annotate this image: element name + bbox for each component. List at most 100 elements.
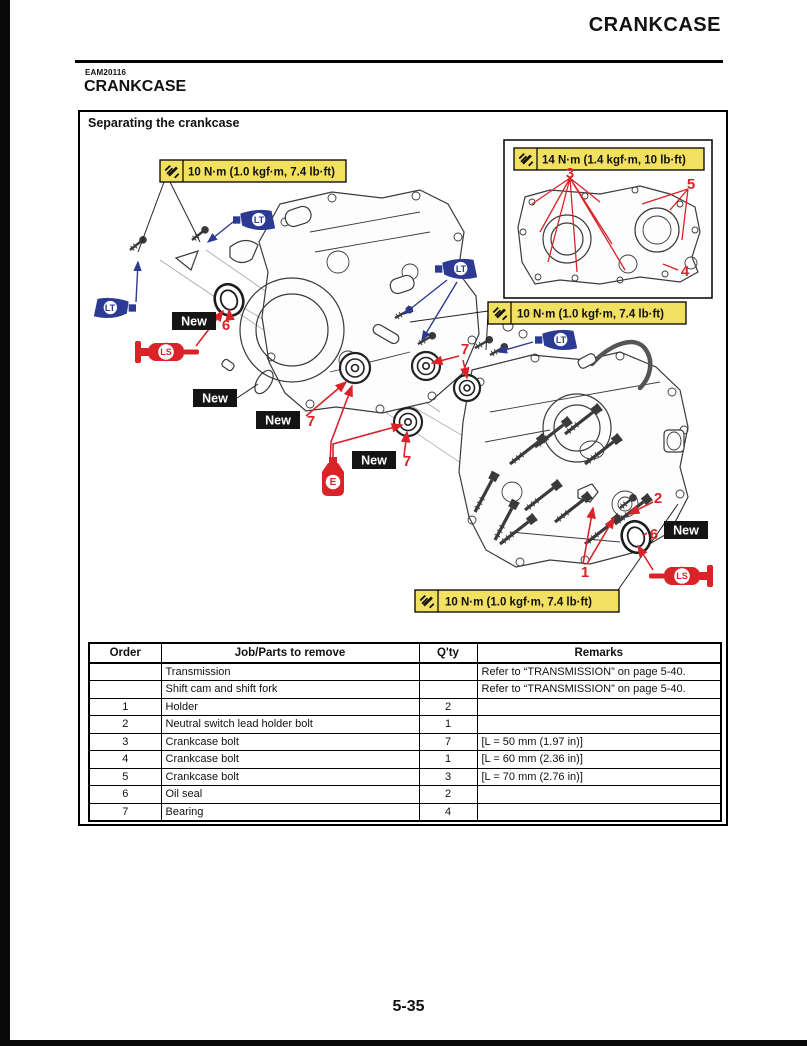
col-header-qty: Q'ty xyxy=(418,642,478,664)
new-label: New xyxy=(172,312,216,330)
cell-remarks xyxy=(476,802,722,822)
table-row: 7 Bearing 4 xyxy=(88,802,722,822)
svg-text:LT: LT xyxy=(105,303,116,313)
cell-order xyxy=(88,662,162,681)
new-label: New xyxy=(193,389,237,407)
cell-qty: 3 xyxy=(418,767,478,786)
section-title: CRANKCASE xyxy=(84,78,187,95)
loctite-callouts: LT LT LT LT xyxy=(93,209,578,354)
loctite-icon: LT xyxy=(535,329,578,351)
svg-text:10 N·m (1.0 kgf·m, 7.4 lb·ft): 10 N·m (1.0 kgf·m, 7.4 lb·ft) xyxy=(517,309,664,321)
torque-label: 10 N·m (1.0 kgf·m, 7.4 lb·ft) xyxy=(159,159,347,183)
inset-callout-numbers: 3 5 4 xyxy=(566,165,695,280)
section-code: EAM20116 xyxy=(85,68,127,77)
callout-number-6: 6 xyxy=(650,526,658,543)
table-row: 2 Neutral switch lead holder bolt 1 xyxy=(88,715,722,734)
callout-number-1: 1 xyxy=(581,564,589,581)
cell-remarks: [L = 60 mm (2.36 in)] xyxy=(476,750,722,769)
table-row: 6 Oil seal 2 xyxy=(88,785,722,804)
torque-label: 14 N·m (1.4 kgf·m, 10 lb·ft) xyxy=(513,147,705,171)
cell-remarks: [L = 70 mm (2.76 in)] xyxy=(476,767,722,786)
new-label: New xyxy=(352,451,396,469)
figure-caption: Separating the crankcase xyxy=(88,116,240,130)
cell-remarks: [L = 50 mm (1.97 in)] xyxy=(476,732,722,751)
header-divider xyxy=(75,60,723,63)
bearings xyxy=(338,350,482,438)
cell-job: Crankcase bolt xyxy=(160,750,420,769)
parts-table: Order Job/Parts to remove Q'ty Remarks T… xyxy=(88,641,722,822)
cell-order: 1 xyxy=(88,697,162,716)
oil-seals xyxy=(213,282,652,555)
col-header-order: Order xyxy=(88,642,162,664)
cell-order: 7 xyxy=(88,802,162,822)
callout-number-3: 3 xyxy=(566,165,574,182)
svg-text:14 N·m (1.4 kgf·m, 10 lb·ft): 14 N·m (1.4 kgf·m, 10 lb·ft) xyxy=(542,155,686,167)
svg-text:E: E xyxy=(330,477,337,488)
svg-text:New: New xyxy=(361,454,387,468)
document-page: CRANKCASE EAM20116 CRANKCASE Separating … xyxy=(10,0,807,1040)
running-header-title: CRANKCASE xyxy=(588,14,721,36)
torque-label: 10 N·m (1.0 kgf·m, 7.4 lb·ft) xyxy=(487,301,687,325)
cell-qty: 1 xyxy=(418,750,478,769)
cell-job: Transmission xyxy=(160,662,420,681)
cell-job: Crankcase bolt xyxy=(160,732,420,751)
torque-detail-inset: 14 N·m (1.4 kgf·m, 10 lb·ft) xyxy=(503,139,713,299)
bushing xyxy=(663,429,685,453)
breather-pipe xyxy=(589,339,653,391)
cell-qty: 2 xyxy=(418,785,478,804)
table-header-row: Order Job/Parts to remove Q'ty Remarks xyxy=(88,642,722,664)
cell-remarks xyxy=(476,785,722,804)
callout-number-7: 7 xyxy=(307,413,315,430)
svg-text:LS: LS xyxy=(160,347,172,357)
cell-job: Oil seal xyxy=(160,785,420,804)
cell-qty: 7 xyxy=(418,732,478,751)
callout-numbers: 1 2 6 6 7 7 7 xyxy=(222,317,662,581)
loctite-icon: LT xyxy=(435,258,478,280)
cell-job: Bearing xyxy=(160,802,420,822)
cell-remarks: Refer to “TRANSMISSION” on page 5-40. xyxy=(476,680,722,699)
cell-qty xyxy=(418,662,478,681)
cell-job: Holder xyxy=(160,697,420,716)
new-label: New xyxy=(256,411,300,429)
table-row: 3 Crankcase bolt 7 [L = 50 mm (1.97 in)] xyxy=(88,732,722,751)
callout-number-2: 2 xyxy=(654,490,662,507)
page-number: 5-35 xyxy=(392,998,425,1015)
inset-callout-lines xyxy=(531,177,689,273)
callout-number-5: 5 xyxy=(687,176,695,193)
callout-number-7: 7 xyxy=(461,341,469,358)
table-row: 1 Holder 2 xyxy=(88,697,722,716)
callout-number-6: 6 xyxy=(222,317,230,334)
table-row: 4 Crankcase bolt 1 [L = 60 mm (2.36 in)] xyxy=(88,750,722,769)
cell-order: 4 xyxy=(88,750,162,769)
cell-job: Crankcase bolt xyxy=(160,767,420,786)
cell-qty xyxy=(418,680,478,699)
engine-oil-icon: E xyxy=(321,457,345,497)
cell-job: Shift cam and shift fork xyxy=(160,680,420,699)
new-labels: New New New New New xyxy=(172,312,708,539)
svg-text:LT: LT xyxy=(456,264,467,274)
svg-text:New: New xyxy=(202,392,228,406)
callout-number-4: 4 xyxy=(681,263,690,280)
col-header-job: Job/Parts to remove xyxy=(160,642,420,664)
cell-order: 3 xyxy=(88,732,162,751)
svg-text:10 N·m (1.0 kgf·m, 7.4 lb·ft): 10 N·m (1.0 kgf·m, 7.4 lb·ft) xyxy=(445,597,592,609)
callout-number-7: 7 xyxy=(403,453,411,470)
cell-remarks xyxy=(476,715,722,734)
new-label: New xyxy=(664,521,708,539)
cell-job: Neutral switch lead holder bolt xyxy=(160,715,420,734)
cell-qty: 2 xyxy=(418,697,478,716)
torque-label: 10 N·m (1.0 kgf·m, 7.4 lb·ft) xyxy=(414,589,620,613)
svg-text:LS: LS xyxy=(676,571,688,581)
cell-remarks xyxy=(476,697,722,716)
svg-text:New: New xyxy=(265,414,291,428)
figure-box: Separating the crankcase xyxy=(78,110,728,826)
inset-crankcase-art xyxy=(517,185,701,285)
cell-order: 5 xyxy=(88,767,162,786)
table-row: Shift cam and shift fork Refer to “TRANS… xyxy=(88,680,722,699)
svg-text:New: New xyxy=(181,315,207,329)
cell-order: 6 xyxy=(88,785,162,804)
table-row: Transmission Refer to “TRANSMISSION” on … xyxy=(88,662,722,681)
cell-qty: 1 xyxy=(418,715,478,734)
table-row: 5 Crankcase bolt 3 [L = 70 mm (2.76 in)] xyxy=(88,767,722,786)
svg-text:10 N·m (1.0 kgf·m, 7.4 lb·ft): 10 N·m (1.0 kgf·m, 7.4 lb·ft) xyxy=(188,167,335,179)
